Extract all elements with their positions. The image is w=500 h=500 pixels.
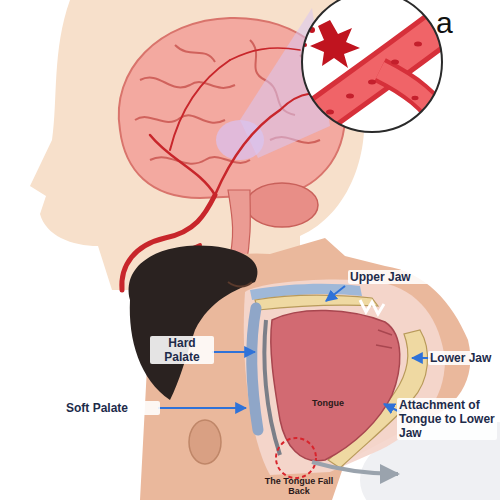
- part-label: Tongue: [300, 398, 356, 409]
- ear: [189, 420, 221, 464]
- cerebellum: [246, 183, 318, 227]
- part-label: Lower Jaw: [428, 351, 497, 365]
- teeth: [360, 300, 384, 314]
- part-label: Soft Palate: [64, 401, 160, 415]
- hard-palate: [255, 295, 378, 310]
- part-label: Upper Jaw: [348, 270, 432, 284]
- part-label: The Tongue Fall Back: [256, 476, 342, 496]
- inset-border: [302, 0, 442, 132]
- blood-vessel: [300, 20, 450, 130]
- panel-letter: a: [436, 6, 486, 40]
- section-area: [244, 280, 445, 475]
- hair: [129, 246, 258, 400]
- airway: [264, 320, 280, 455]
- obstruction-circle: [276, 438, 316, 478]
- tongue-attachment: [376, 330, 392, 348]
- closed-eye: [228, 282, 252, 287]
- part-label: Attachment of Tongue to Lower Jaw: [397, 398, 497, 440]
- blood-clot: [310, 20, 360, 68]
- part-label: Hard Palate: [150, 336, 214, 364]
- airflow-arrow: [312, 462, 398, 474]
- soft-palate: [252, 308, 258, 430]
